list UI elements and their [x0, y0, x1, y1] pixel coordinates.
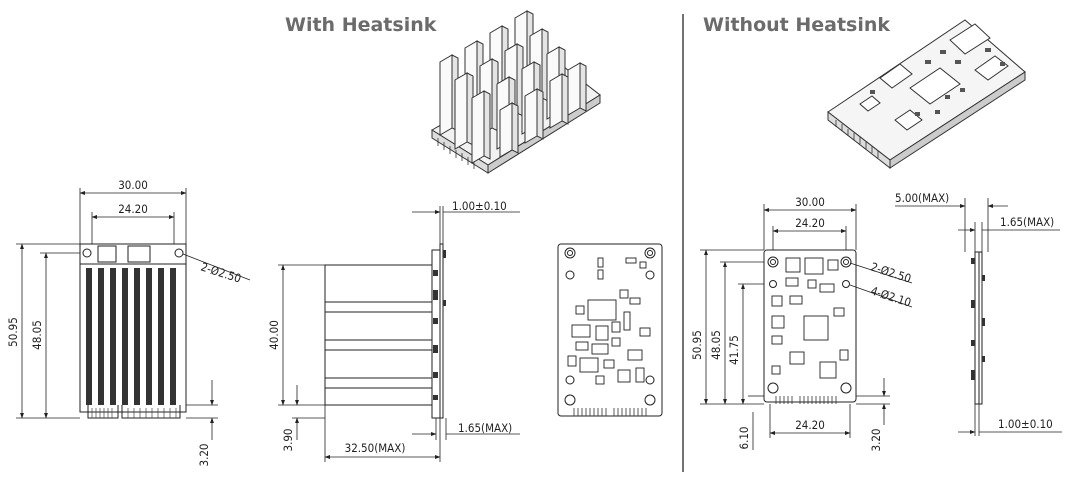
- front-view-heatsink-dimensions: [16, 188, 251, 440]
- dim-left-thickness-top: 1.00±0.10: [452, 199, 507, 213]
- pcb-front-components: [771, 257, 849, 379]
- pcb-back-components: [567, 257, 651, 385]
- pcb-side-view: [971, 251, 985, 405]
- dim-right-side-pcb: 1.00±0.10: [998, 417, 1053, 431]
- dim-right-bottom-offset-right: 3.20: [869, 428, 883, 451]
- dim-right-bottom-offset-left: 6.10: [737, 426, 751, 449]
- pcb-front-dimensions: [700, 204, 913, 450]
- pcb-side-dimensions: [895, 198, 1062, 436]
- dim-left-side-bottom: 3.90: [281, 428, 295, 451]
- dim-right-holes-b: 4-Ø2.10: [869, 284, 913, 310]
- dim-right-height-mid: 48.05: [709, 330, 723, 360]
- module-3d-view: [827, 19, 1026, 170]
- dim-left-comp-height: 1.65(MAX): [458, 421, 512, 435]
- dim-left-holes: 2-Ø2.50: [199, 260, 243, 286]
- pcb-back-edge-contacts: [573, 408, 647, 416]
- dim-right-bottom-width: 24.20: [795, 418, 825, 432]
- front-view-heatsink: [79, 243, 187, 419]
- dim-right-side-comp: 1.65(MAX): [1000, 215, 1054, 229]
- heading-with-heatsink: With Heatsink: [285, 14, 437, 36]
- dim-right-height-inner: 41.75: [727, 335, 741, 365]
- heading-without-heatsink: Without Heatsink: [703, 14, 891, 36]
- dim-right-width-outer: 30.00: [795, 195, 825, 209]
- dim-right-width-inner: 24.20: [795, 216, 825, 230]
- side-view-heatsink-dimensions: [278, 206, 520, 462]
- dim-left-width-inner: 24.20: [118, 202, 148, 216]
- dim-left-height-outer: 50.95: [6, 317, 20, 347]
- pcb-front-edge-contacts: [775, 396, 837, 404]
- dim-right-holes-a: 2-Ø2.50: [869, 260, 913, 286]
- dim-left-bottom-offset: 3.20: [197, 443, 211, 466]
- dim-right-side-top: 5.00(MAX): [895, 191, 949, 205]
- dim-left-width-outer: 30.00: [118, 178, 148, 192]
- heatsink-3d-view: [431, 10, 601, 174]
- side-view-heatsink: [324, 243, 446, 419]
- dim-left-sink-depth: 32.50(MAX): [345, 441, 406, 455]
- dim-left-height-inner: 48.05: [30, 320, 44, 350]
- dim-left-sink-height: 40.00: [267, 320, 281, 350]
- dim-right-height-outer: 50.95: [690, 330, 704, 360]
